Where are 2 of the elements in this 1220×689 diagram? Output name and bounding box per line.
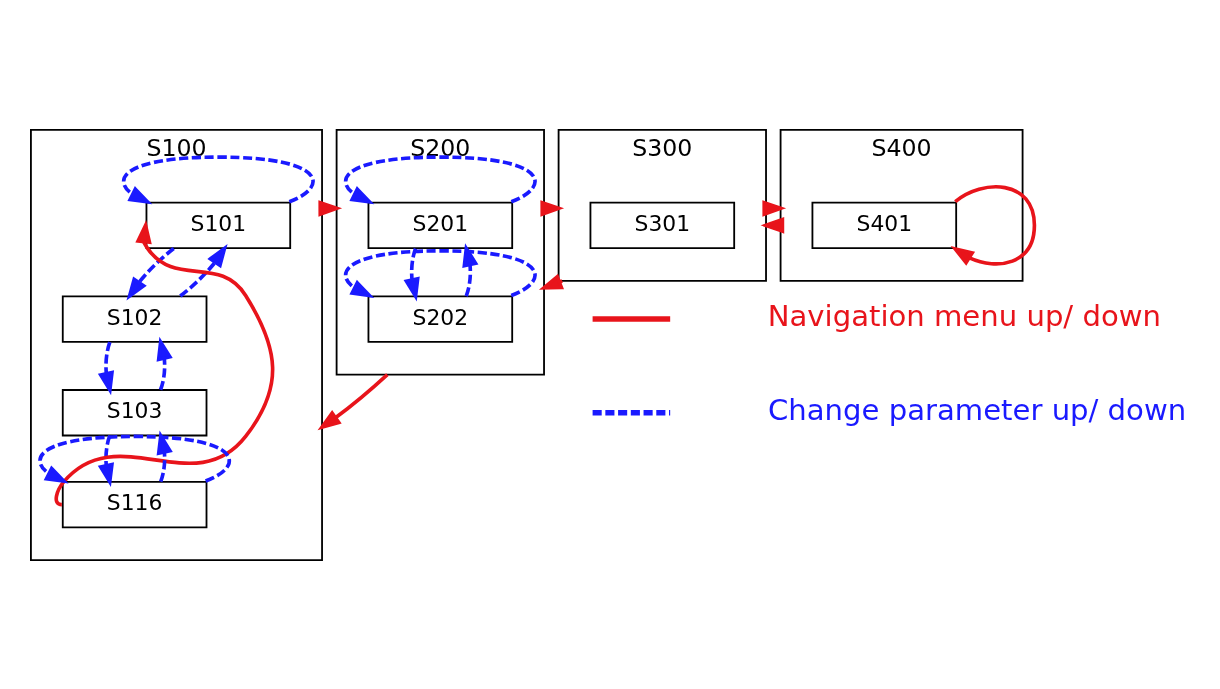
legend-label: Change parameter up/ down xyxy=(768,392,1187,427)
legend-label: Navigation menu up/ down xyxy=(767,298,1161,333)
